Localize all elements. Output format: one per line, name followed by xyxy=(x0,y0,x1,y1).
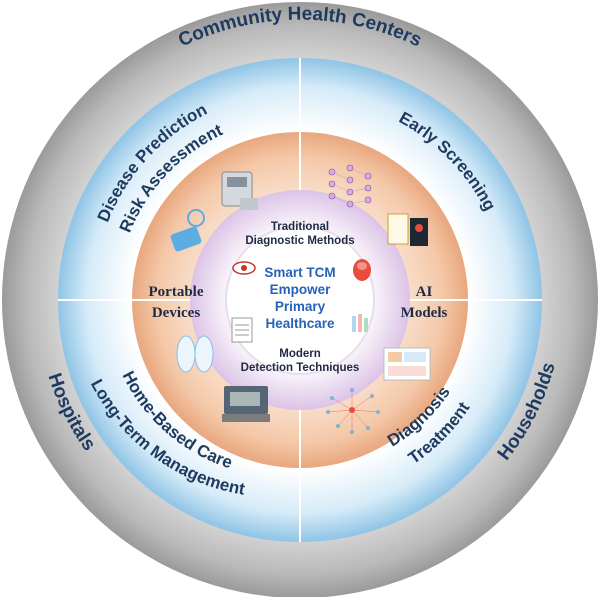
center-circle xyxy=(225,225,375,375)
center-line-3: Primary xyxy=(275,299,326,314)
orange-label-right-2: Models xyxy=(401,305,448,321)
pulse-device-icon xyxy=(222,386,270,422)
orange-label-right-1: AI xyxy=(416,284,433,300)
center-line-1: Smart TCM xyxy=(264,265,335,280)
inner-label-top-1: Traditional xyxy=(271,221,329,233)
tongue-icon xyxy=(353,259,371,281)
test-tubes-icon xyxy=(352,314,368,332)
center-line-4: Healthcare xyxy=(265,316,335,331)
orange-label-left-1: Portable xyxy=(149,284,204,300)
dashboard-icon xyxy=(383,347,431,381)
report-icon xyxy=(231,317,253,343)
network-graph-icon xyxy=(326,388,380,434)
inner-label-top-2: Diagnostic Methods xyxy=(245,235,354,247)
center-line-2: Empower xyxy=(270,282,332,297)
eye-icon xyxy=(232,261,256,275)
insoles-icon xyxy=(176,335,214,373)
orange-label-left-2: Devices xyxy=(152,305,200,321)
wearable-device-icon xyxy=(170,209,205,252)
analyzer-machine-icon xyxy=(221,171,258,210)
poster-icon xyxy=(387,213,428,246)
inner-label-bottom-2: Detection Techniques xyxy=(241,362,360,374)
neural-network-icon xyxy=(328,164,372,208)
inner-label-bottom-1: Modern xyxy=(279,348,321,360)
